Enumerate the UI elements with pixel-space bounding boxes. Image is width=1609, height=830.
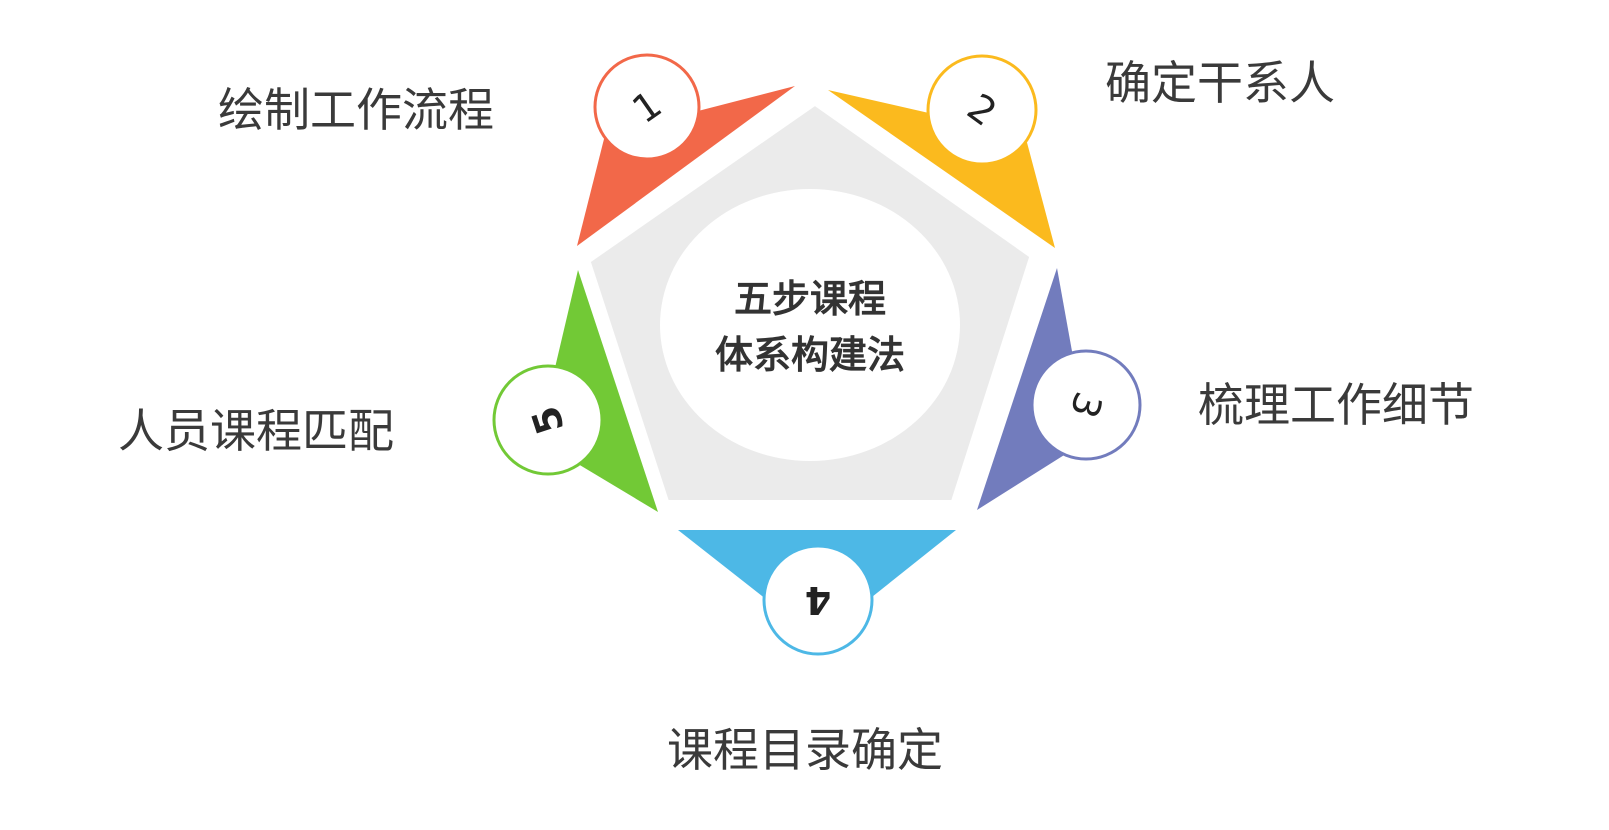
center-title-line1: 五步课程 (734, 277, 886, 321)
step-2-badge (926, 54, 1038, 166)
step-4-label: 课程目录确定 (667, 723, 943, 777)
step-4-number: 4 (805, 578, 831, 622)
center-circle (660, 189, 960, 461)
step-1-triangle (577, 86, 795, 246)
step-5-label: 人员课程匹配 (118, 404, 394, 458)
step-3-label: 梳理工作细节 (1198, 378, 1474, 432)
step-1-badge (593, 53, 701, 161)
center-title-line2: 体系构建法 (715, 333, 905, 377)
step-1-label: 绘制工作流程 (218, 83, 494, 137)
step-5-badge (492, 364, 604, 476)
step-2-label: 确定干系人 (1105, 56, 1335, 110)
step-3-badge (1030, 349, 1142, 461)
step-4-badge (762, 544, 874, 656)
